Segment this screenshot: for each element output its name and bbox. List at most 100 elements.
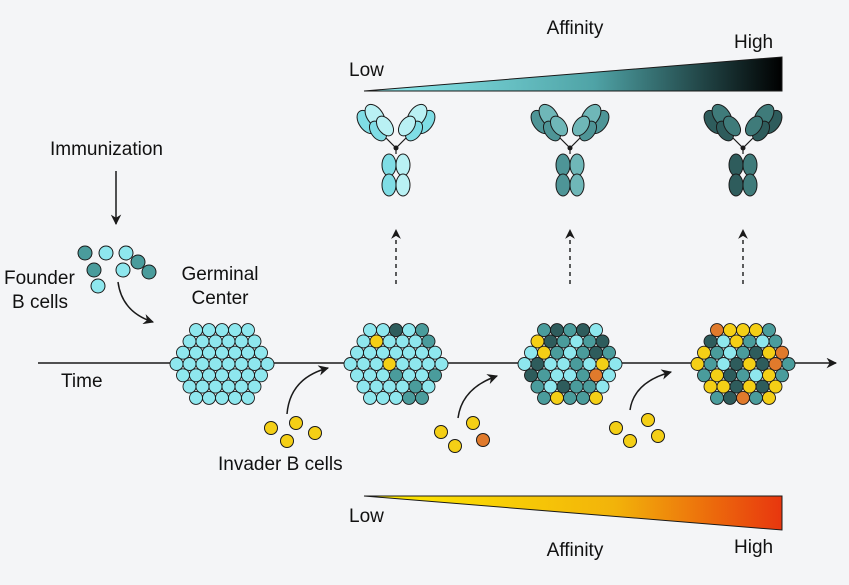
gc-cell (517, 357, 532, 371)
gc-cell (395, 334, 410, 349)
gc-cell (228, 345, 242, 360)
antibody-high-affinity (703, 103, 783, 197)
gc-cell (395, 357, 410, 371)
gc-cell (247, 334, 262, 349)
gc-cell (710, 390, 724, 405)
antibody-domain (728, 153, 744, 177)
antibody-domain (569, 153, 585, 177)
gc-cell (408, 357, 423, 371)
gc-cell (742, 379, 757, 394)
gc-cell (208, 357, 223, 371)
gc-cell (389, 323, 403, 338)
gc-cell (595, 379, 610, 394)
gc-cell (530, 379, 545, 394)
antibody-domain (722, 115, 742, 137)
gc-cell (775, 368, 789, 383)
invader-cells-3 (609, 413, 665, 448)
germinal-center-stage-1 (169, 323, 275, 405)
affinity-gradient-bottom (363, 495, 783, 531)
gc-cell (723, 323, 737, 338)
gc-cell (762, 323, 776, 338)
gc-cell (537, 368, 551, 383)
gc-cell (356, 379, 371, 394)
gc-cell (582, 357, 597, 371)
germinal-label-line1: Germinal (181, 264, 259, 285)
founder-cell (115, 262, 131, 278)
gc-cell (569, 357, 584, 371)
gc-cell (749, 390, 763, 405)
gc-cell (376, 368, 390, 383)
gc-cell (376, 390, 390, 405)
gc-cell (530, 357, 545, 371)
gc-cell (755, 334, 770, 349)
gc-cell (202, 368, 216, 383)
antibody-domain (742, 173, 758, 197)
antibody-domain (744, 115, 764, 137)
invader-cell (651, 429, 665, 443)
gc-cell (389, 368, 403, 383)
gc-cell (729, 357, 744, 371)
gc-cell (729, 334, 744, 349)
founder-cell (86, 262, 102, 278)
gc-cell (208, 379, 223, 394)
founder-cell (98, 245, 114, 261)
invader-label: Invader B cells (218, 454, 343, 475)
gc-cell (247, 357, 262, 371)
gc-cell (749, 345, 763, 360)
antibody-domain (569, 173, 585, 197)
gc-cell (234, 334, 249, 349)
gc-cell (428, 368, 442, 383)
gc-cell (543, 334, 558, 349)
gc-cell (382, 379, 397, 394)
gc-cell (343, 357, 358, 371)
gc-cell (228, 390, 242, 405)
gc-cell (215, 345, 229, 360)
invader-cells-1 (264, 416, 322, 448)
gc-cell (350, 345, 364, 360)
gc-cell (260, 357, 275, 371)
gc-cell (202, 323, 216, 338)
gc-cell (215, 368, 229, 383)
antibody-low-affinity (356, 103, 436, 197)
gc-cell (716, 379, 731, 394)
invader-cell (448, 439, 462, 453)
gc-cell (241, 345, 255, 360)
antibody-domain (549, 115, 569, 137)
gc-cell (775, 345, 789, 360)
invader-cell (289, 416, 303, 430)
gc-cell (247, 379, 262, 394)
gc-cell (697, 368, 711, 383)
gc-cell (589, 323, 603, 338)
affinity-gradient-top (363, 56, 783, 92)
antibody-domain (381, 153, 397, 177)
gc-cell (762, 368, 776, 383)
gc-cell (241, 323, 255, 338)
gc-cell (556, 334, 571, 349)
gc-cell (543, 357, 558, 371)
gc-cell (762, 345, 776, 360)
high-label-top: High (734, 32, 774, 53)
invader-arrow-2 (457, 374, 498, 419)
gc-cell (537, 345, 551, 360)
gc-cell (749, 323, 763, 338)
germinal-center-stage-4 (690, 323, 796, 405)
gc-cell (556, 379, 571, 394)
invader-cell (476, 433, 490, 447)
gc-cell (363, 345, 377, 360)
high-label-bottom: High (734, 537, 774, 558)
germinal-centers (169, 323, 796, 405)
invader-cell (609, 421, 623, 435)
gc-cell (524, 368, 538, 383)
gc-cell (768, 334, 783, 349)
gc-cell (382, 334, 397, 349)
gc-cell (569, 334, 584, 349)
gc-cell (762, 390, 776, 405)
gc-cell (234, 379, 249, 394)
gc-cell (415, 345, 429, 360)
gc-cell (421, 334, 436, 349)
antibody-domain (395, 153, 411, 177)
gc-cell (703, 334, 718, 349)
gc-cell (369, 334, 384, 349)
